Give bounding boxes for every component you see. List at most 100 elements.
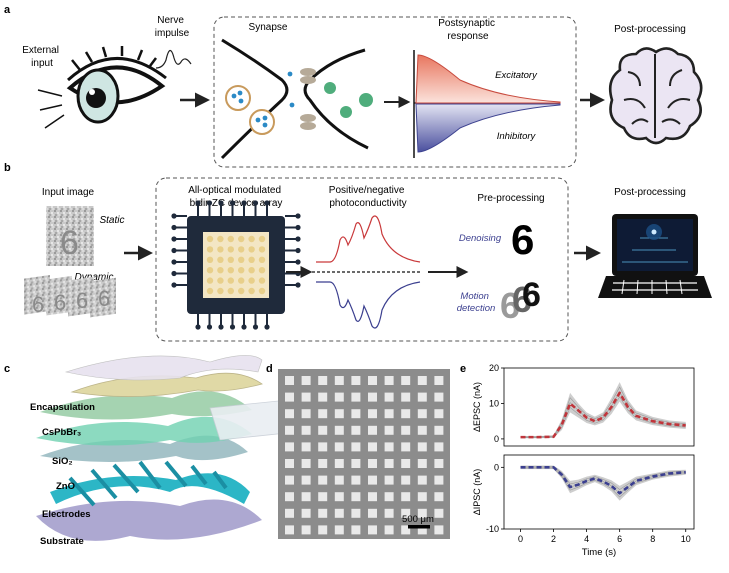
micrograph-pad xyxy=(351,475,361,485)
micrograph-pad xyxy=(351,392,361,402)
micrograph-pad xyxy=(384,475,394,485)
chip-pixel xyxy=(248,235,255,243)
micrograph-pad xyxy=(434,442,444,452)
panel-a: a External input Nerve impulse Synapse xyxy=(4,4,703,168)
micrograph-pad xyxy=(301,442,311,452)
micrograph-pad xyxy=(301,392,311,402)
dynamic-frames: 6 6 6 6 xyxy=(24,274,116,318)
nerve-impulse-wave-icon xyxy=(155,49,192,69)
micrograph-pad xyxy=(368,475,377,485)
positive-photocurrent-curve xyxy=(316,215,421,263)
processing-box xyxy=(155,177,569,342)
micrograph-pad xyxy=(334,409,344,419)
synapse-icon xyxy=(220,38,373,160)
chip-pin-head xyxy=(195,324,201,330)
chip-pixel xyxy=(206,277,214,284)
micrograph-pad xyxy=(401,409,411,419)
micrograph-pad xyxy=(285,409,294,419)
chip-pin-head xyxy=(171,213,177,219)
individual-trace xyxy=(520,466,686,490)
mean-series-line xyxy=(520,391,686,439)
chip-pixel xyxy=(238,235,245,243)
chip-pixel xyxy=(227,287,234,295)
micrograph-pad xyxy=(285,525,294,535)
micrograph-pad xyxy=(368,392,377,402)
micrograph-pad xyxy=(351,508,361,518)
micrograph-pad xyxy=(368,376,377,385)
chip-pixel xyxy=(258,267,266,274)
input-image-label: Input image xyxy=(42,187,95,198)
micrograph-pad xyxy=(434,392,444,402)
chip-pin-head xyxy=(229,324,236,330)
scale-bar xyxy=(408,525,430,529)
chip-pin-head xyxy=(171,247,177,254)
micrograph-pad xyxy=(301,409,311,419)
micrograph-pad xyxy=(334,376,344,385)
layer-label-encapsulation: Encapsulation xyxy=(30,402,95,413)
micrograph-pad xyxy=(301,492,311,502)
chip-pin-head xyxy=(206,200,213,206)
micrograph-pad xyxy=(417,425,427,435)
micrograph-pad xyxy=(384,442,394,452)
chip-pin-head xyxy=(241,324,247,330)
micrograph-pad xyxy=(384,409,394,419)
chip-pin-head xyxy=(252,324,259,330)
layer-label-cspbbr3: CsPbBr₃ xyxy=(42,427,81,438)
micrograph-pad xyxy=(318,425,328,435)
micrograph-pad xyxy=(384,376,394,385)
chip-pixel xyxy=(227,256,234,263)
micrograph-pad xyxy=(401,475,411,485)
brain-icon xyxy=(608,47,703,145)
chip-pixel xyxy=(206,256,214,263)
inhibitory-curve xyxy=(415,103,561,153)
svg-text:6: 6 xyxy=(522,276,541,314)
micrograph-pad xyxy=(417,492,427,502)
micrograph-pad xyxy=(401,425,411,435)
svg-text:6: 6 xyxy=(512,279,532,320)
chip-pixel xyxy=(258,235,266,243)
micrograph-pad xyxy=(417,475,427,485)
scale-bar-label: 500 μm xyxy=(402,514,434,525)
chip-pixel xyxy=(217,256,224,263)
layer-label-substrate: Substrate xyxy=(40,536,84,547)
micrograph-pad xyxy=(318,459,328,468)
micrograph-pad xyxy=(285,425,294,435)
chip-pixel xyxy=(258,256,266,263)
chip-pin-head xyxy=(252,200,259,206)
variability-band xyxy=(520,465,686,501)
chip-pin-head xyxy=(218,324,224,330)
micrograph-pad xyxy=(351,425,361,435)
micrograph-pad xyxy=(417,376,427,385)
chart-frame xyxy=(503,454,695,530)
micrograph-pad xyxy=(384,525,394,535)
micrograph-pad xyxy=(285,459,294,468)
eye-icon xyxy=(66,46,167,124)
micrograph-pad xyxy=(384,508,394,518)
negative-photocurrent-curve xyxy=(316,281,421,329)
synapse-label: Synapse xyxy=(249,22,288,33)
micrograph-pad xyxy=(301,475,311,485)
micrograph-pad xyxy=(368,492,377,502)
micrograph-pad xyxy=(434,475,444,485)
micrograph-pad xyxy=(384,425,394,435)
micrograph-pad xyxy=(318,508,328,518)
micrograph-pad xyxy=(301,459,311,468)
layer-label-electrodes: Electrodes xyxy=(42,509,91,520)
micrograph-pad xyxy=(351,442,361,452)
denoised-digit-glyph: 6 xyxy=(511,216,534,263)
chip-pixel xyxy=(217,287,224,295)
individual-trace xyxy=(520,396,686,438)
chip-pixel xyxy=(227,246,234,253)
post-processing-label-a: Post-processing xyxy=(614,24,686,35)
svg-text:6: 6 xyxy=(98,286,110,311)
micrograph-pad xyxy=(368,508,377,518)
micrograph-pad xyxy=(318,525,328,535)
layer-label-sio2: SiO₂ xyxy=(52,456,73,467)
micrograph-pad xyxy=(434,492,444,502)
micrograph-pad xyxy=(318,475,328,485)
pre-processing-label: Pre-processing xyxy=(477,193,544,204)
micrograph-pad xyxy=(401,492,411,502)
